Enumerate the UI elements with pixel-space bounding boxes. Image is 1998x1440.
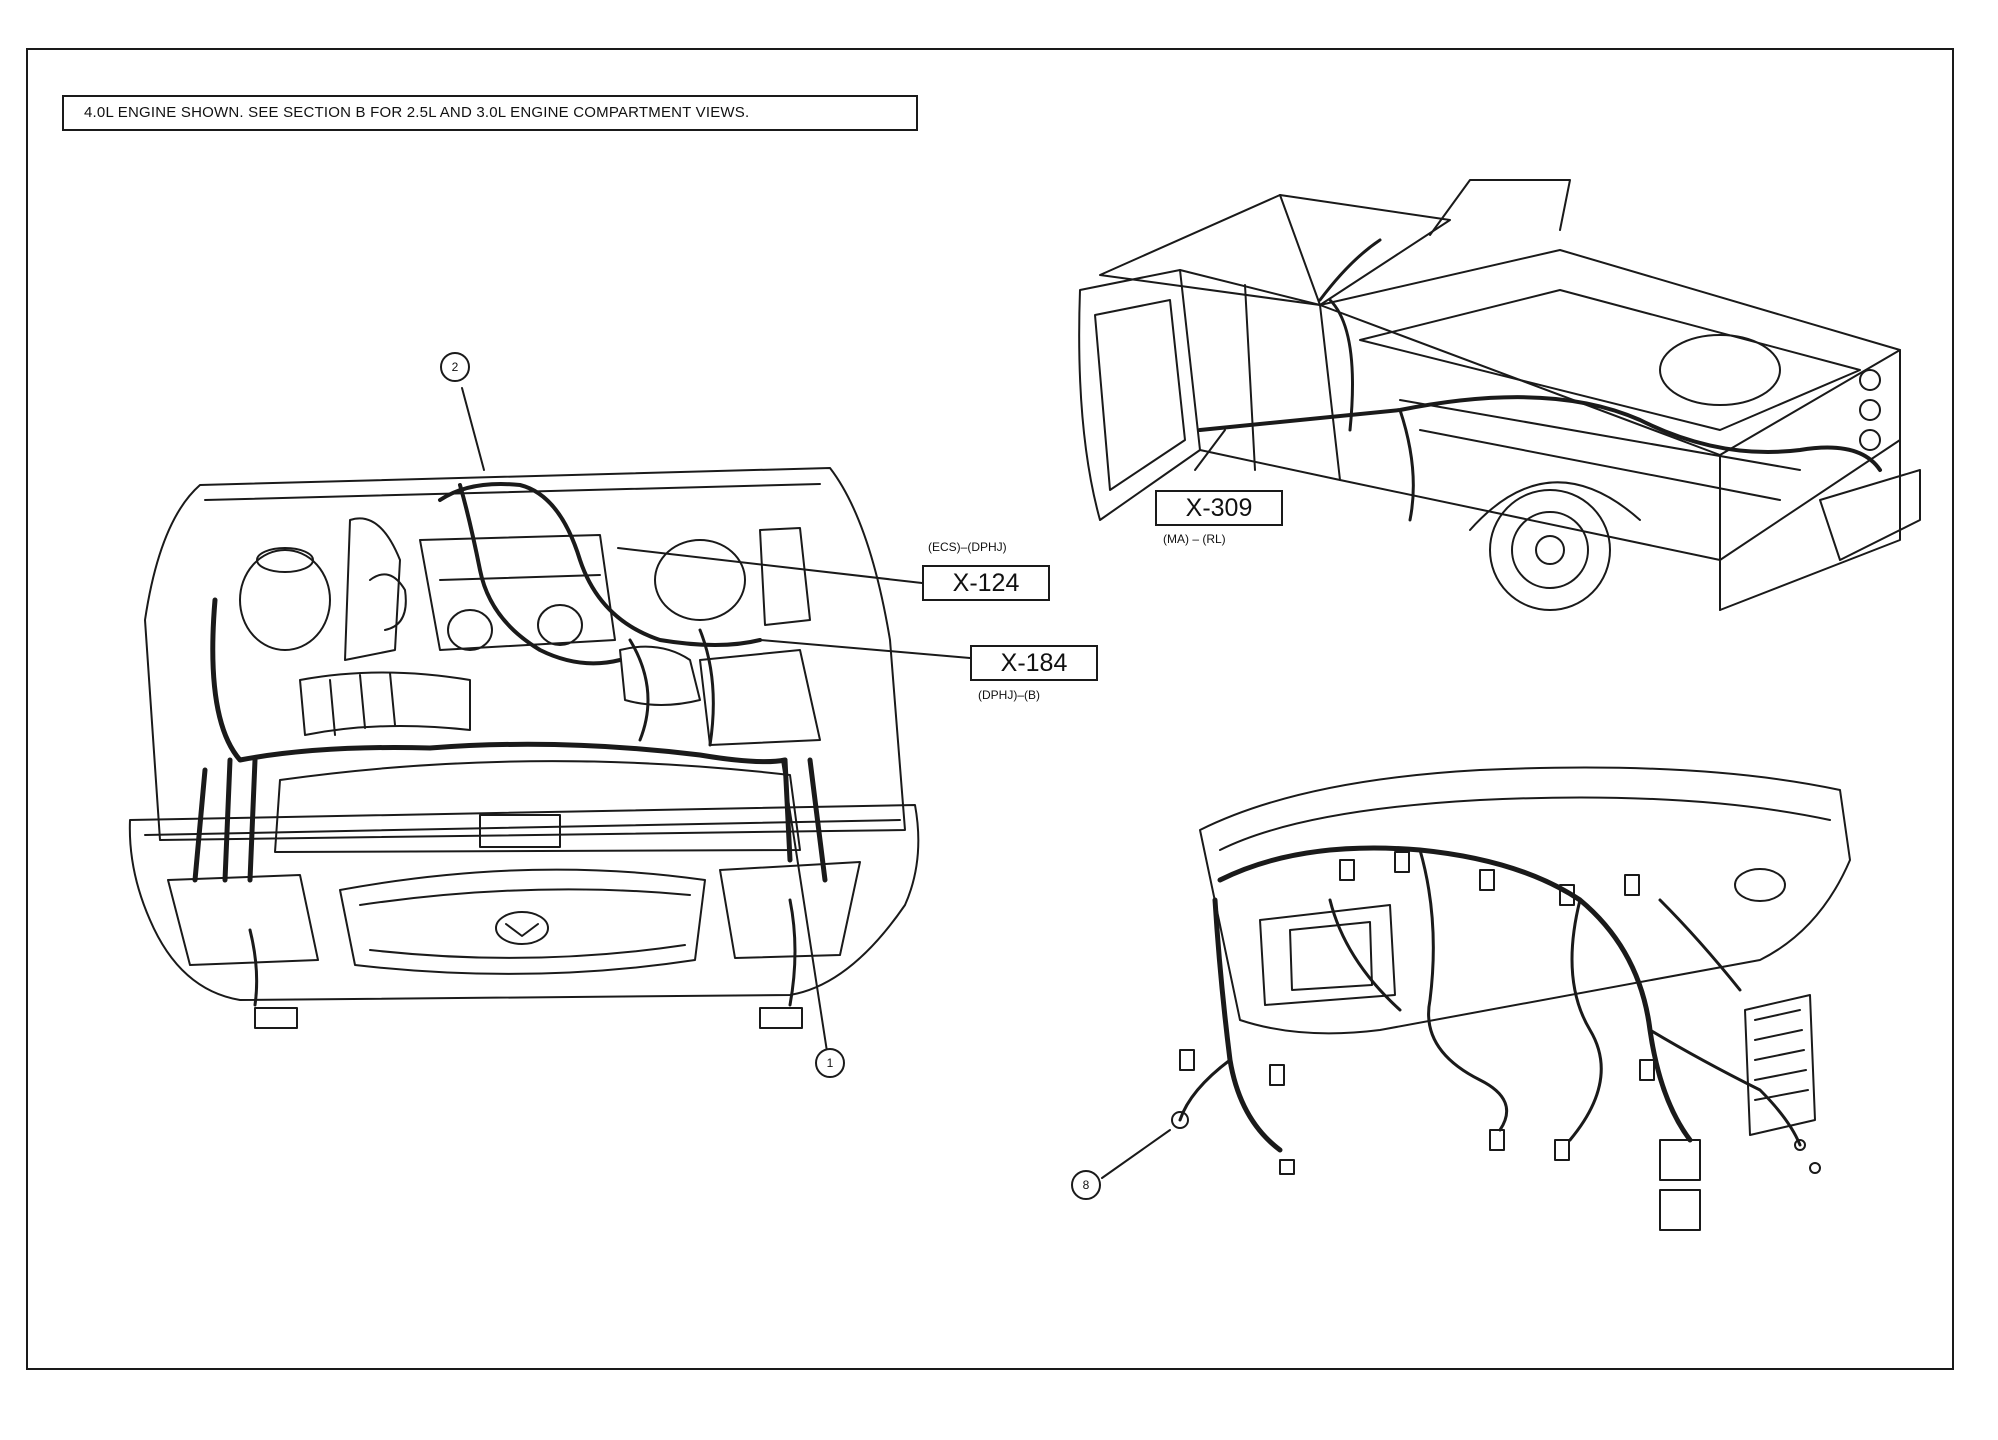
drawing-border — [26, 48, 1954, 1370]
x184-leader — [759, 639, 971, 659]
x124-leader — [617, 547, 923, 584]
x309-connector-label: X-309 — [1155, 490, 1283, 526]
x124-sub-label: (ECS)–(DPHJ) — [928, 540, 1007, 554]
pickup-truck-illustration — [1078, 179, 1921, 611]
callout-8: 8 — [1071, 1170, 1101, 1200]
x309-sub-label: (MA) – (RL) — [1163, 532, 1226, 546]
x124-connector-label: X-124 — [922, 565, 1050, 601]
x184-sub-label: (DPHJ)–(B) — [978, 688, 1040, 702]
callout-8-leader — [1101, 1129, 1171, 1179]
engine-note: 4.0L ENGINE SHOWN. SEE SECTION B FOR 2.5… — [62, 95, 918, 131]
x184-connector-label: X-184 — [970, 645, 1098, 681]
x309-leader — [1194, 429, 1226, 471]
instrument-panel-illustration — [1171, 766, 1851, 1231]
engine-compartment-illustration — [128, 467, 920, 1029]
callout-1-leader — [781, 759, 829, 1059]
callout-2: 2 — [440, 352, 470, 382]
callout-1: 1 — [815, 1048, 845, 1078]
callout-2-leader — [461, 387, 485, 471]
